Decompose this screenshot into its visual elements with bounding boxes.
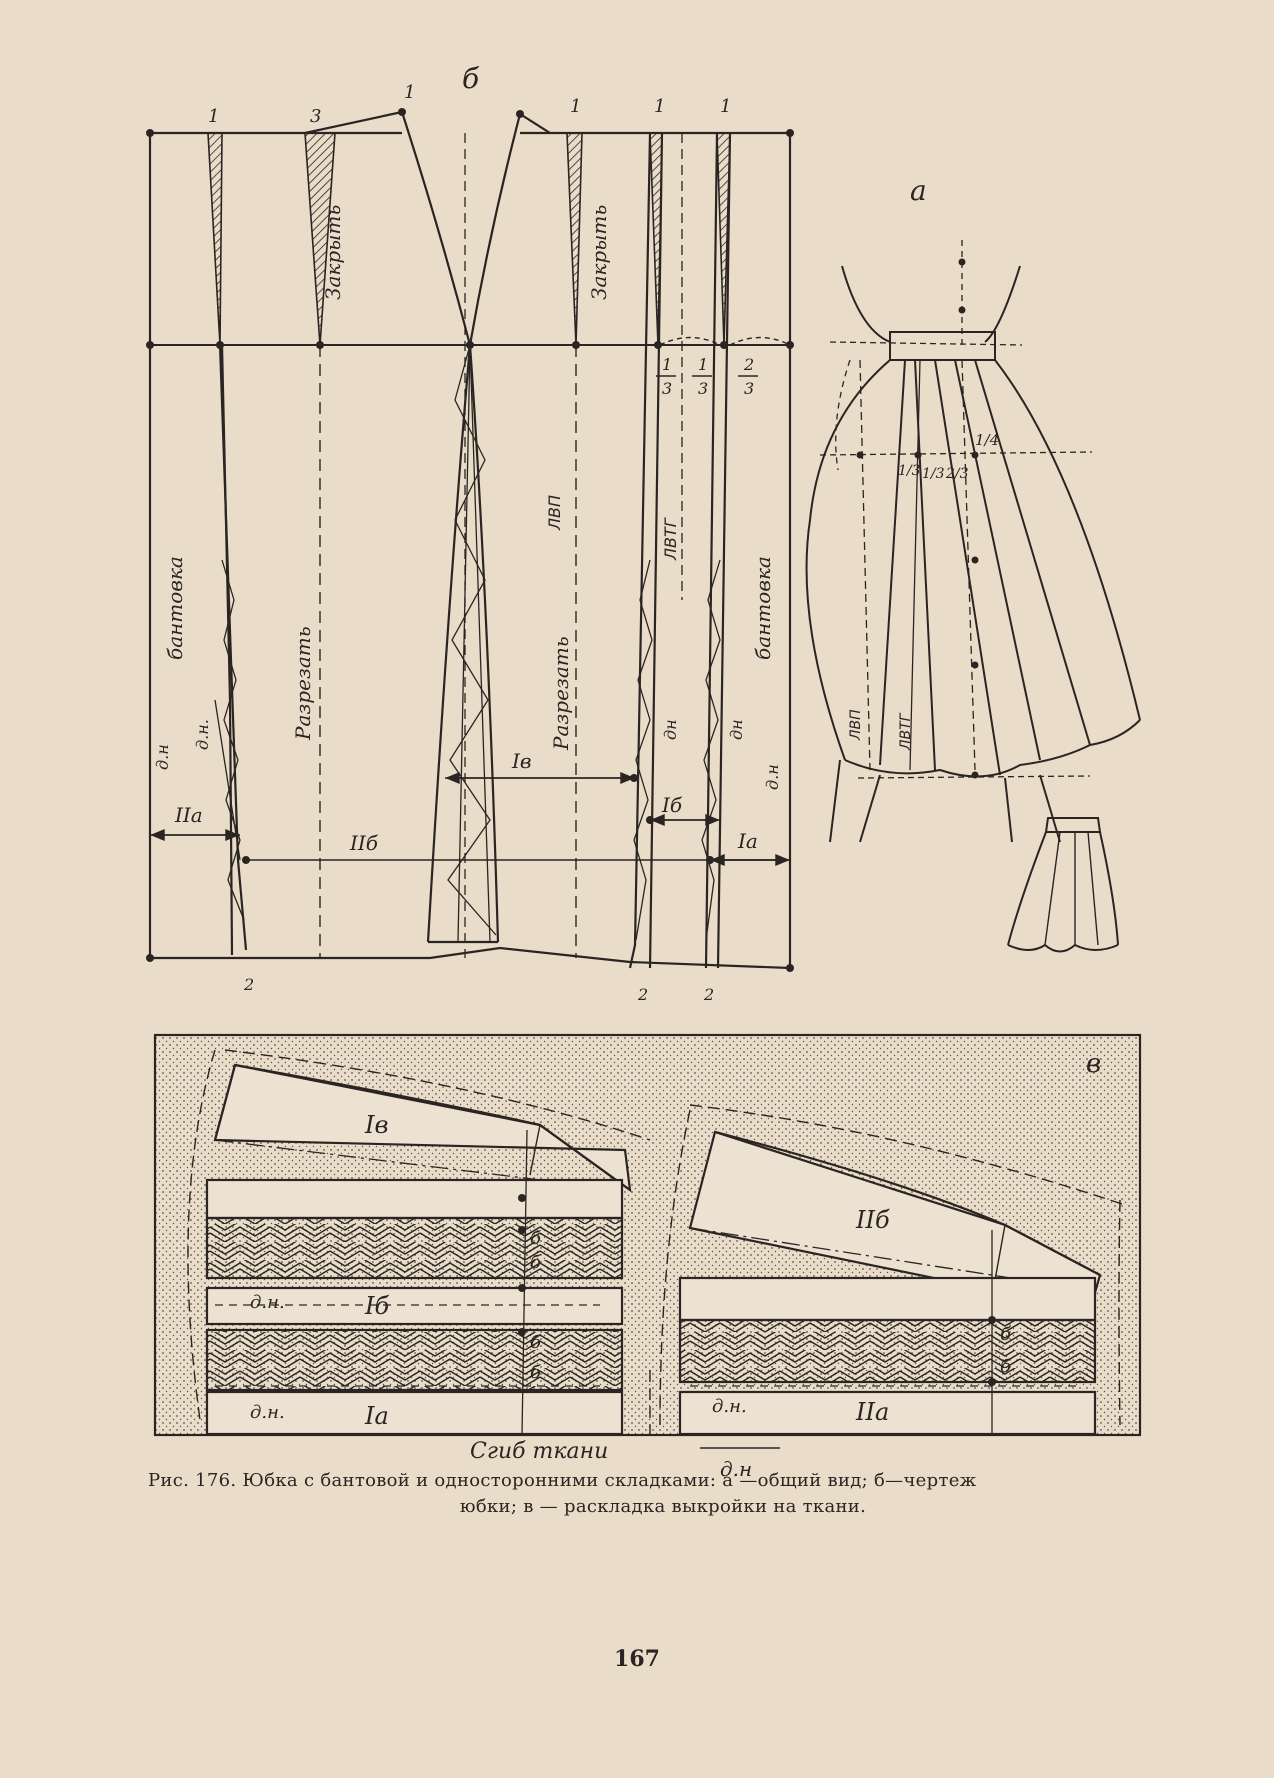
zakryt-label-left: Закрыть <box>321 205 345 300</box>
svg-text:д.н: д.н <box>720 1457 752 1481</box>
svg-text:2: 2 <box>637 985 648 1004</box>
svg-text:3: 3 <box>744 379 754 398</box>
lvp-label: ЛВП <box>545 495 564 531</box>
svg-text:д.н.: д.н. <box>193 719 212 750</box>
svg-text:ЛВТГ: ЛВТГ <box>898 712 914 751</box>
svg-text:1: 1 <box>570 96 581 117</box>
svg-text:2: 2 <box>743 355 754 374</box>
razrezat-label-right: Разрезать <box>549 636 573 751</box>
svg-text:3: 3 <box>662 379 672 398</box>
svg-text:Iв: Iв <box>511 749 532 773</box>
svg-text:IIб: IIб <box>855 1206 890 1234</box>
svg-text:3: 3 <box>698 379 708 398</box>
svg-text:3: 3 <box>310 106 321 127</box>
svg-text:1: 1 <box>208 106 219 127</box>
caption-line-2: юбки; в — раскладка выкройки на ткани. <box>459 1496 867 1517</box>
svg-text:д.н: д.н <box>153 744 172 770</box>
svg-text:д.н.: д.н. <box>250 1402 285 1423</box>
svg-text:1: 1 <box>662 355 672 374</box>
svg-text:д.н: д.н <box>763 764 782 790</box>
svg-text:1: 1 <box>720 96 731 117</box>
svg-text:1: 1 <box>654 96 665 117</box>
svg-text:2/3: 2/3 <box>945 466 969 482</box>
svg-text:IIб: IIб <box>349 831 379 855</box>
figure-v-letter: в <box>1086 1049 1101 1079</box>
figure-b-labels: 1 3 1 1 1 1 Закрыть Закрыть Разрезать Ра… <box>153 82 782 1004</box>
svg-text:1/3: 1/3 <box>898 463 921 479</box>
svg-text:б: б <box>530 1228 542 1249</box>
svg-text:Iа: Iа <box>737 829 758 853</box>
figure-caption: Рис. 176. Юбка с бантовой и односторонни… <box>148 1468 1138 1520</box>
figure-a-labels: 1/4 1/3 1/3 2/3 ЛВП ЛВТГ <box>848 431 999 751</box>
lvtg-label: ЛВТГ <box>661 517 680 561</box>
figure-v-layout: в <box>153 1033 1142 1449</box>
svg-text:дн: дн <box>727 719 746 740</box>
svg-text:2: 2 <box>243 975 254 994</box>
svg-text:IIа: IIа <box>855 1398 889 1426</box>
svg-text:1/4: 1/4 <box>975 431 999 449</box>
razrezat-label-left: Разрезать <box>291 626 315 741</box>
zakryt-label-right: Закрыть <box>587 205 611 300</box>
caption-line-1: Рис. 176. Юбка с бантовой и односторонни… <box>148 1470 977 1491</box>
figure-v-labels: Iв Iб Iа IIб IIа д.н. д.н. д.н. б б б б … <box>250 1111 1012 1481</box>
page-number: 167 <box>614 1646 660 1672</box>
svg-text:Iб: Iб <box>364 1292 389 1320</box>
svg-text:2: 2 <box>703 985 714 1004</box>
svg-text:1: 1 <box>404 82 415 103</box>
svg-text:дн: дн <box>661 719 680 740</box>
fold-label: Сгиб ткани <box>470 1439 608 1464</box>
svg-text:ЛВП: ЛВП <box>848 709 864 741</box>
svg-text:б: б <box>530 1332 542 1353</box>
svg-text:б: б <box>530 1252 542 1273</box>
svg-text:Iв: Iв <box>364 1111 388 1139</box>
bantovka-label-left: бантовка <box>163 556 187 660</box>
svg-text:IIа: IIа <box>174 803 203 827</box>
figure-b-letter: б <box>462 62 480 95</box>
figure-a-illustration: а <box>805 174 1141 953</box>
svg-text:д.н.: д.н. <box>712 1396 747 1417</box>
svg-text:1: 1 <box>698 355 708 374</box>
figure-a-letter: а <box>910 174 927 207</box>
svg-text:б: б <box>1000 1324 1012 1345</box>
svg-text:Iа: Iа <box>364 1402 389 1430</box>
svg-text:д.н.: д.н. <box>250 1292 285 1313</box>
svg-text:б: б <box>1000 1356 1012 1377</box>
svg-text:1/3: 1/3 <box>922 466 945 482</box>
svg-text:Iб: Iб <box>661 793 683 817</box>
figure-b-drawing: б <box>146 62 794 972</box>
svg-text:б: б <box>530 1362 542 1383</box>
bantovka-label-right: бантовка <box>751 556 775 660</box>
